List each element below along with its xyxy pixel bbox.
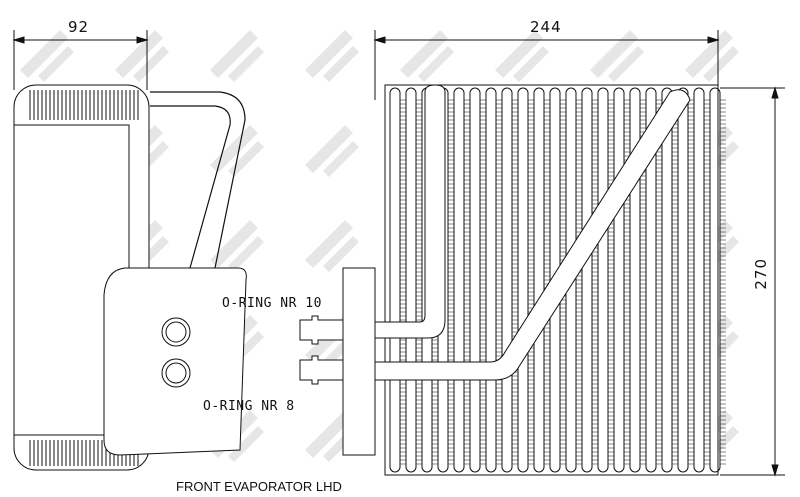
core-fin xyxy=(704,99,710,465)
watermark-logo xyxy=(20,30,74,82)
core-fin xyxy=(480,99,486,465)
dimension-244-line xyxy=(373,30,720,100)
side-view xyxy=(13,84,247,471)
watermark-logo xyxy=(210,220,264,272)
core-fin xyxy=(688,99,694,465)
core-fin xyxy=(448,99,454,465)
caption: FRONT EVAPORATOR LHD xyxy=(176,479,342,494)
core-fin xyxy=(416,99,422,465)
core-fin xyxy=(720,99,726,465)
side-fin xyxy=(69,90,75,466)
side-fin xyxy=(93,90,99,466)
side-fin xyxy=(101,90,107,466)
core-fin xyxy=(464,99,470,465)
dimension-front-width: 244 xyxy=(530,18,562,36)
watermark-logo xyxy=(685,30,739,82)
oring-upper-label: O-RING NR 10 xyxy=(222,296,322,311)
watermark-logo xyxy=(210,30,264,82)
side-fin xyxy=(117,90,123,466)
front-view-core xyxy=(299,84,726,476)
side-fin xyxy=(37,90,43,466)
dimension-front-height: 270 xyxy=(752,258,770,290)
watermark-logo xyxy=(590,30,644,82)
side-fin xyxy=(53,90,59,466)
side-fin xyxy=(29,90,35,466)
side-fin xyxy=(45,90,51,466)
side-fin xyxy=(61,90,67,466)
core-fin xyxy=(400,99,406,465)
watermark-logo xyxy=(210,125,264,177)
watermark-logo xyxy=(305,30,359,82)
core-fin xyxy=(496,99,502,465)
watermark-logo xyxy=(400,30,454,82)
dimension-side-width: 92 xyxy=(68,18,90,36)
side-fin xyxy=(85,90,91,466)
watermark-logo xyxy=(495,30,549,82)
watermark-logo xyxy=(115,30,169,82)
watermark-logo xyxy=(305,125,359,177)
oring-lower-label: O-RING NR 8 xyxy=(203,399,295,414)
side-fin xyxy=(133,90,139,466)
side-fin xyxy=(109,90,115,466)
dimension-270-line xyxy=(720,86,785,477)
watermark-logo xyxy=(305,220,359,272)
dimension-92-line xyxy=(12,30,149,90)
side-fin xyxy=(77,90,83,466)
side-fin xyxy=(125,90,131,466)
